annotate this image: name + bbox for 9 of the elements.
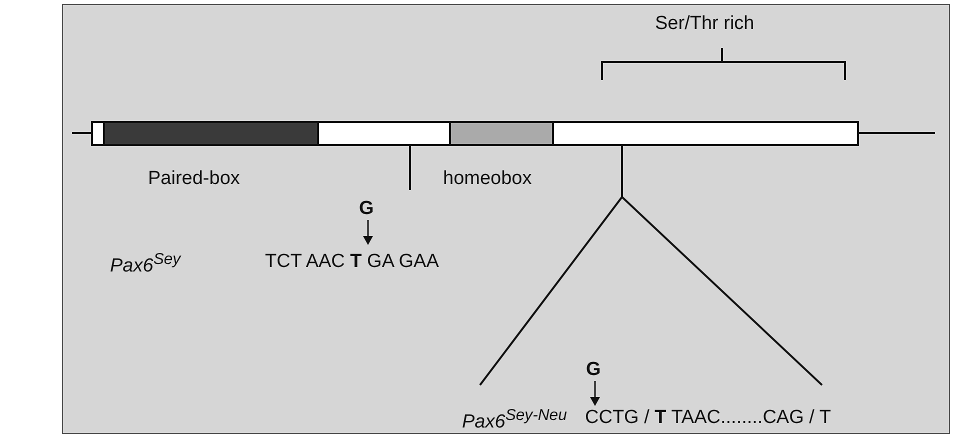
domain-label: homeobox xyxy=(443,169,532,188)
sequence-text: CCTG / T TAAC........CAG / T xyxy=(585,408,831,427)
base-label: G xyxy=(586,360,601,379)
base-label: G xyxy=(359,199,374,218)
domain-label: Paired-box xyxy=(148,169,240,188)
allele-label: Pax6$^{Sey}$ xyxy=(110,252,181,276)
sequence-text: TCT AAC T GA GAA xyxy=(265,252,439,271)
region-label: Ser/Thr rich xyxy=(655,14,754,33)
allele-label: Pax6$^{Sey-Neu}$ xyxy=(462,408,567,432)
